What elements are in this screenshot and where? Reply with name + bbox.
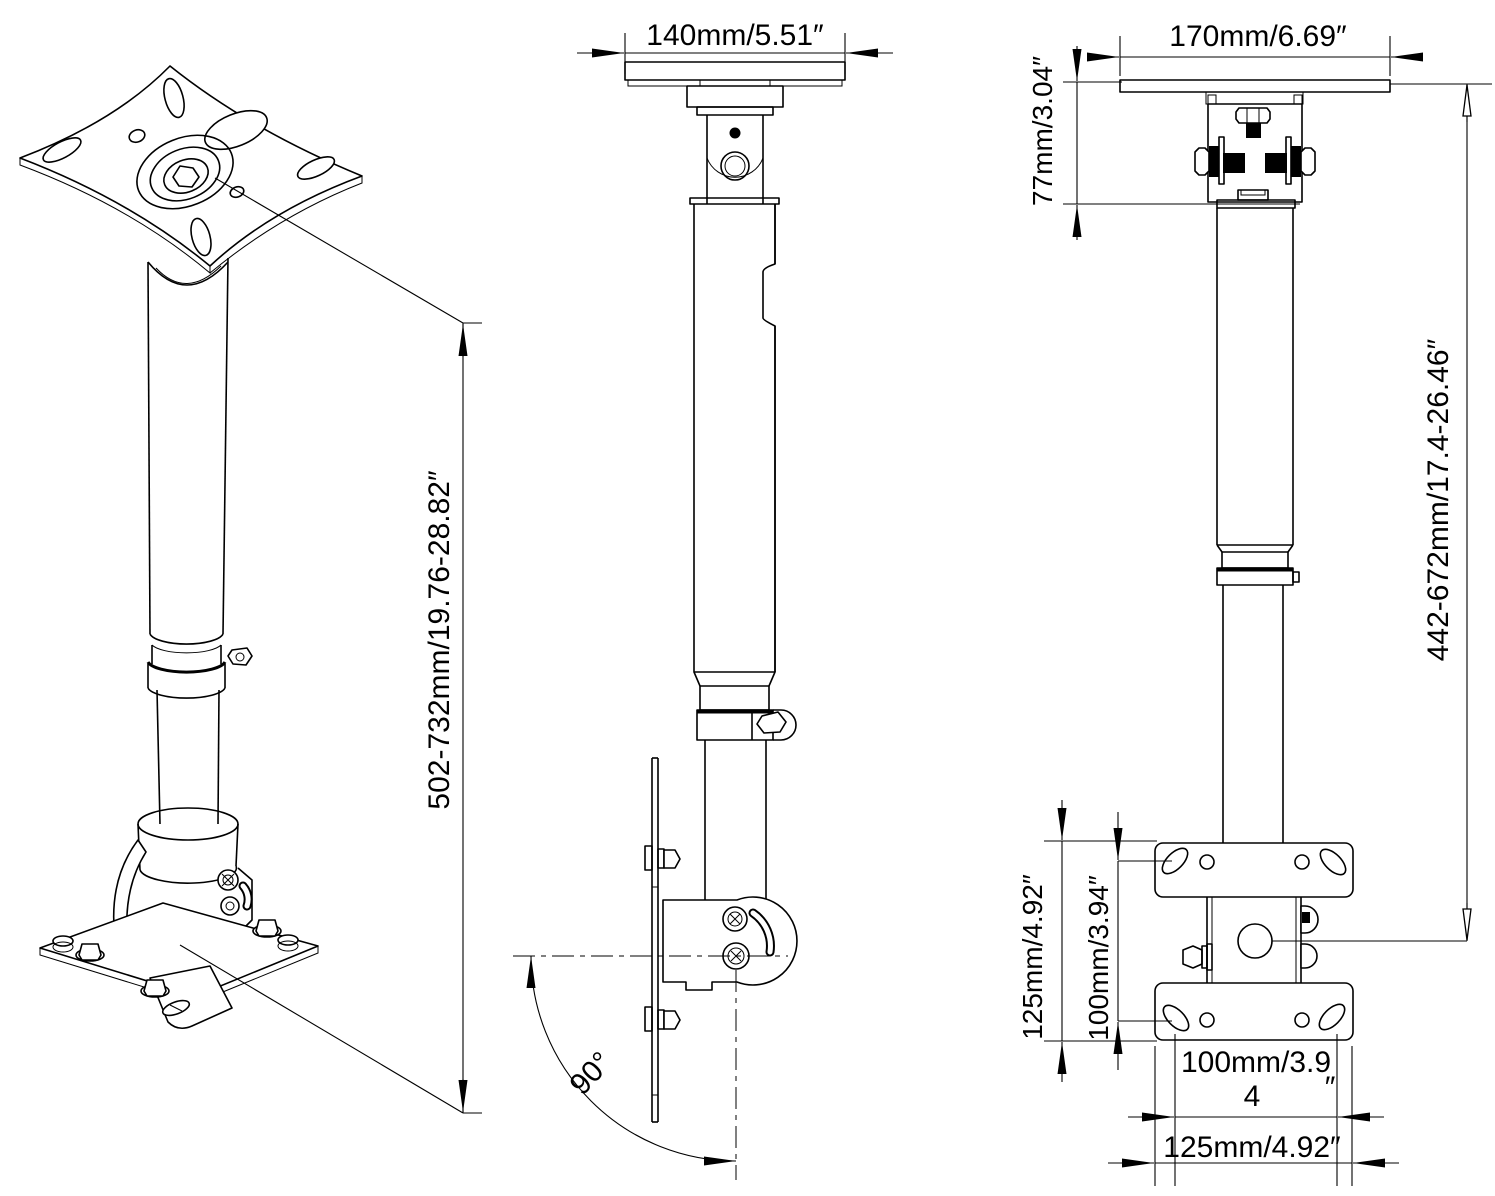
dim-label-front-height: 442-672mm/17.4-26.46″ xyxy=(1422,338,1455,661)
front-mount-plate xyxy=(1154,842,1354,1041)
dim-label-hole-spacing-h-inch: ″ xyxy=(1325,1071,1336,1104)
vesa-slot xyxy=(1319,848,1347,876)
vesa-slot xyxy=(1162,1004,1190,1032)
dim-label-plate-width: 125mm/4.92″ xyxy=(1163,1131,1341,1164)
side-ceiling-plate xyxy=(624,61,846,81)
iso-slot xyxy=(42,137,82,163)
tilt-angle-arc xyxy=(526,955,737,1166)
iso-slot xyxy=(296,156,336,180)
iso-flange-nut xyxy=(75,943,105,962)
dim-label-hole-spacing-h-line2: 4 xyxy=(1244,1080,1261,1113)
dim-label-tilt-angle: 90° xyxy=(564,1046,619,1102)
vesa-slot xyxy=(1161,847,1189,875)
dim-label-hole-spacing-h-line1: 100mm/3.9 xyxy=(1181,1046,1331,1079)
iso-center-bolt xyxy=(172,165,200,188)
dim-label-front-width: 170mm/6.69″ xyxy=(1169,20,1347,53)
iso-clamp-bolt xyxy=(227,647,253,666)
side-lock-hole xyxy=(729,127,741,139)
iso-slot xyxy=(163,77,185,119)
iso-flange-nut xyxy=(252,919,282,938)
front-ceiling-plate xyxy=(1119,79,1391,93)
front-view: 170mm/6.69″ 77 xyxy=(1017,20,1492,1186)
iso-hole xyxy=(128,128,146,144)
isometric-view: 502-732mm/19.76-28.82″ xyxy=(19,65,482,1114)
front-pivot-hole xyxy=(1237,923,1273,959)
side-clamp-bolt xyxy=(756,711,787,734)
vesa-slot xyxy=(1318,1003,1346,1031)
dim-label-iso-height: 502-732mm/19.76-28.82″ xyxy=(423,470,456,810)
dim-label-hole-spacing-v: 100mm/3.94″ xyxy=(1083,875,1114,1041)
front-ceiling-bracket xyxy=(1194,103,1316,209)
side-view: 140mm/5.51″ xyxy=(513,19,893,1180)
dim-label-plate-height: 125mm/4.92″ xyxy=(1017,874,1048,1040)
dim-label-side-width: 140mm/5.51″ xyxy=(646,19,824,52)
dim-label-ceiling-drop: 77mm/3.04″ xyxy=(1027,56,1058,206)
iso-flange-nut xyxy=(140,979,170,998)
iso-slot xyxy=(190,217,212,257)
side-knob xyxy=(720,151,750,181)
iso-oblong-hole xyxy=(204,109,268,151)
